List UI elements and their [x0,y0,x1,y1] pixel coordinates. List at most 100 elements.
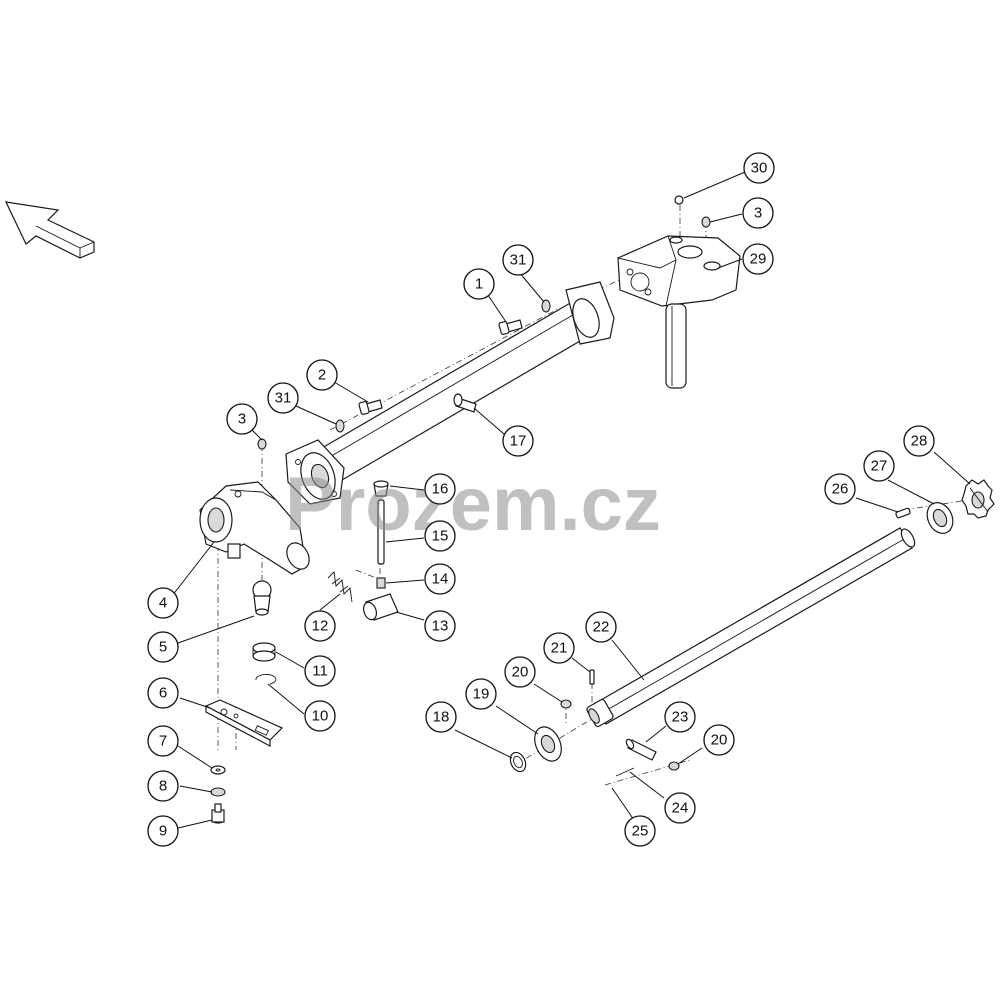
gear-housing-part [617,235,741,389]
callout-28: 28 [903,425,935,457]
direction-arrow-icon [4,201,95,259]
svg-text:25: 25 [632,823,649,840]
spring-part [327,571,353,603]
svg-text:29: 29 [750,251,767,268]
callout-14: 14 [424,563,456,595]
callout-17: 17 [502,425,534,457]
cap-part [373,480,389,497]
svg-text:21: 21 [551,640,568,657]
callout-1: 1 [463,268,495,300]
svg-text:31: 31 [510,252,527,269]
callout-9: 9 [147,815,179,847]
cap-part-20-right [668,761,680,771]
leader-lines [171,171,971,829]
callout-13: 13 [424,610,456,642]
left-housing-part [199,481,310,575]
circlip-part-18 [509,751,527,773]
callout-23: 23 [664,701,696,733]
washer-part-31-left [335,419,345,433]
callout-8: 8 [147,770,179,802]
small-ball-part [674,195,684,205]
callout-22: 22 [585,611,617,643]
svg-text:18: 18 [433,709,450,726]
small-sleeve-part [376,577,386,589]
pin-part-21 [589,669,595,685]
svg-text:26: 26 [832,481,849,498]
ball-joint-part [252,580,272,616]
callout-24: 24 [664,792,696,824]
callout-6: 6 [147,677,179,709]
svg-text:4: 4 [159,595,167,612]
drive-shaft-part [586,527,916,728]
watermark-text: Prozem.cz [285,462,661,547]
svg-text:13: 13 [432,618,449,635]
callout-31-left: 31 [267,382,299,414]
cylinder-part [362,593,399,621]
lock-washer-part-8 [210,787,226,797]
svg-text:3: 3 [754,205,762,222]
svg-text:20: 20 [711,732,728,749]
gear-part-28 [961,479,995,519]
bearing-part-27 [926,502,954,534]
svg-text:31: 31 [275,390,292,407]
svg-text:30: 30 [751,160,768,177]
bolt-part-9 [211,803,225,824]
callout-18: 18 [425,701,457,733]
svg-text:3: 3 [238,411,246,428]
svg-text:19: 19 [473,686,490,703]
bolt-part-2 [358,399,383,415]
svg-text:11: 11 [312,663,328,680]
pin-part [377,499,385,565]
svg-text:24: 24 [672,800,689,817]
svg-text:12: 12 [312,618,329,635]
svg-text:15: 15 [432,528,449,545]
callout-15: 15 [424,520,456,552]
callout-19: 19 [465,678,497,710]
callout-29: 29 [742,243,774,275]
callout-26: 26 [824,473,856,505]
circlip-part [255,674,277,685]
grease-nipple-part-left [257,438,267,450]
washer-part-7 [210,765,226,775]
bushing-part [252,642,276,662]
bolt-part-1 [498,319,523,335]
callout-30: 30 [743,152,775,184]
svg-text:1: 1 [475,276,483,293]
grease-nipple-part-top [701,216,711,228]
svg-text:7: 7 [159,733,167,750]
callout-3-left: 3 [226,403,258,435]
main-tube-part [285,281,615,505]
svg-text:28: 28 [911,433,928,450]
svg-text:10: 10 [312,708,329,725]
callout-31-top: 31 [502,244,534,276]
roll-pin-part-24 [615,767,635,777]
svg-text:23: 23 [672,709,689,726]
callout-25: 25 [624,815,656,847]
svg-text:16: 16 [432,481,449,498]
callout-20-left: 20 [504,656,536,688]
svg-text:14: 14 [432,571,449,588]
key-part-26 [895,507,911,519]
callout-10: 10 [304,700,336,732]
svg-text:5: 5 [159,639,167,656]
callout-3-top: 3 [742,197,774,229]
svg-text:8: 8 [159,778,167,795]
washer-part-31-top [541,299,551,313]
svg-text:17: 17 [510,433,527,450]
bearing-part-19 [534,726,562,762]
callout-20-right: 20 [703,724,735,756]
svg-text:20: 20 [512,664,529,681]
cap-part-20-left [560,699,572,709]
svg-text:2: 2 [318,367,326,384]
callout-5: 5 [147,631,179,663]
pin-part-23 [625,738,657,761]
svg-text:9: 9 [159,823,167,840]
callout-12: 12 [304,610,336,642]
callout-11: 11 [304,655,336,687]
callout-2: 2 [306,359,338,391]
plate-part [204,699,284,747]
svg-text:27: 27 [871,458,888,475]
callout-27: 27 [863,450,895,482]
callout-7: 7 [147,725,179,757]
